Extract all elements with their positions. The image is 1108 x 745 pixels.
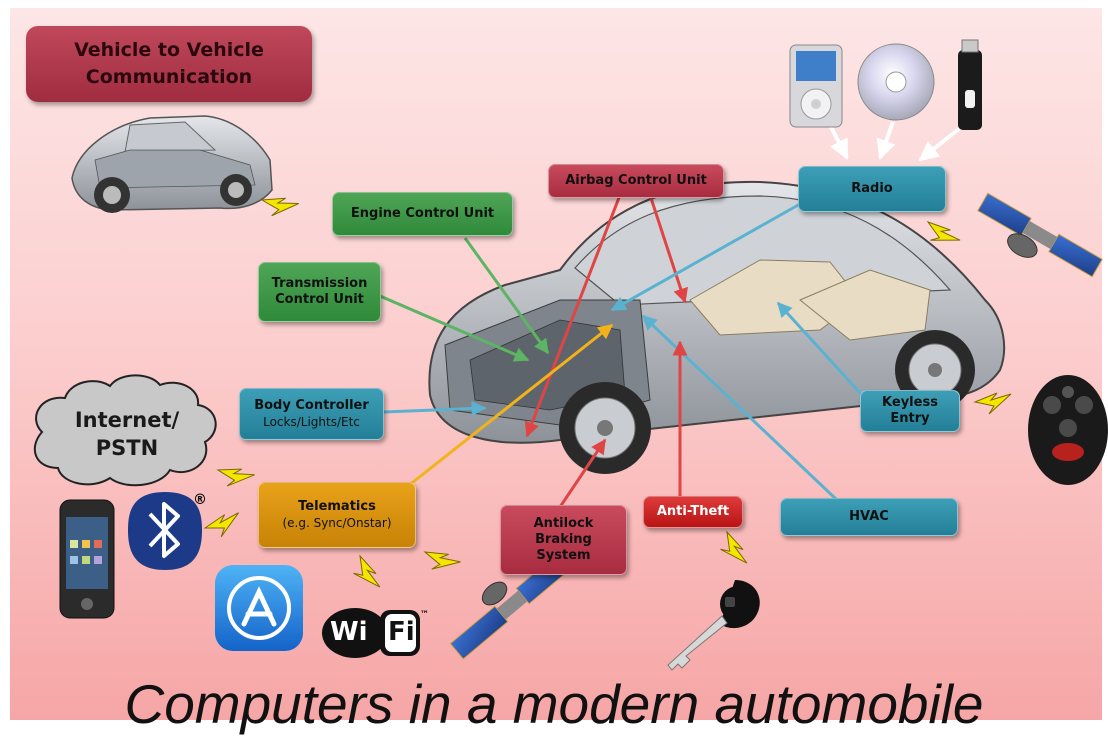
key-fob-icon	[1028, 375, 1108, 485]
cd-icon	[857, 43, 935, 121]
internet-cloud-shape	[33, 374, 217, 487]
body-controller-arrow	[383, 401, 487, 417]
antilock-braking-system-box: Antilock Braking System	[500, 505, 627, 575]
engine-label: Engine Control Unit	[350, 205, 495, 221]
body-controller-box: Body Controller Locks/Lights/Etc	[239, 388, 384, 440]
cloud-line-2: PSTN	[95, 436, 159, 461]
lightning-cloud	[213, 461, 256, 495]
cloud-line-1: Internet/	[74, 408, 180, 432]
airbag-arrow-1	[524, 194, 622, 438]
keyless-label-2: Entry	[890, 411, 930, 426]
internet-cloud-label: Internet/ PSTN	[52, 406, 202, 463]
hvac-label: HVAC	[849, 508, 889, 524]
car-key-icon	[667, 580, 760, 671]
title-box: Vehicle to Vehicle Communication	[26, 26, 312, 102]
lightning-key	[715, 528, 749, 571]
ipod-arrow	[828, 124, 849, 160]
airbag-control-unit-box: Airbag Control Unit	[548, 164, 724, 198]
transmission-label-2: Control Unit	[275, 292, 364, 307]
usb-arrow	[918, 126, 962, 162]
lightning-keyless-fob	[974, 392, 1012, 415]
wifi-logo	[322, 608, 420, 658]
transmission-label-1: Transmission	[271, 275, 368, 291]
airbag-arrow-2	[648, 194, 688, 304]
hvac-box: HVAC	[780, 498, 958, 536]
keyless-arrow	[776, 301, 864, 397]
engine-arrow	[463, 237, 550, 355]
bluetooth-icon	[128, 492, 202, 570]
transmission-arrow	[379, 294, 530, 362]
wifi-logo-right-text: Fi	[388, 617, 415, 647]
lightning-bluetooth	[202, 511, 244, 541]
keyless-label-1: Keyless	[882, 394, 938, 410]
body-controller-label-1: Body Controller	[254, 398, 369, 414]
lightning-satellite	[418, 543, 462, 580]
telematics-label-1: Telematics	[298, 499, 376, 515]
registered-mark: ®	[193, 492, 207, 508]
satellite-icon-right	[977, 192, 1103, 278]
wifi-logo-left-text: Wi	[330, 617, 368, 647]
app-store-icon	[215, 565, 303, 651]
radio-box: Radio	[798, 166, 946, 212]
radio-label: Radio	[851, 180, 893, 196]
smartphone-icon	[59, 499, 115, 619]
airbag-label: Airbag Control Unit	[565, 172, 707, 188]
transmission-control-unit-box: Transmission Control Unit	[258, 262, 381, 322]
cd-arrow	[876, 121, 896, 160]
title-line-2: Communication	[85, 66, 253, 88]
small-cutaway-car-image	[71, 115, 273, 213]
lightning-wifi	[348, 552, 382, 595]
usb-stick-icon	[958, 39, 982, 130]
ipod-icon	[789, 44, 843, 128]
trademark-mark: ™	[420, 610, 429, 620]
telematics-label-2: (e.g. Sync/Onstar)	[282, 515, 392, 530]
title-line-1: Vehicle to Vehicle	[74, 39, 264, 62]
abs-label-3: System	[536, 548, 591, 564]
telematics-arrow	[407, 323, 614, 488]
anti-theft-box: Anti-Theft	[643, 496, 743, 528]
antitheft-label: Anti-Theft	[656, 503, 730, 519]
keyless-entry-box: Keyless Entry	[860, 390, 960, 432]
abs-label-1: Antilock	[533, 515, 594, 531]
abs-label-2: Braking	[535, 531, 592, 547]
slide-caption: Computers in a modern automobile	[124, 673, 984, 735]
connector-arrows	[379, 121, 962, 508]
engine-control-unit-box: Engine Control Unit	[332, 192, 513, 236]
radio-arrow	[610, 202, 801, 312]
body-controller-label-2: Locks/Lights/Etc	[263, 414, 360, 429]
abs-arrow	[558, 438, 607, 508]
telematics-box: Telematics (e.g. Sync/Onstar)	[258, 482, 416, 548]
